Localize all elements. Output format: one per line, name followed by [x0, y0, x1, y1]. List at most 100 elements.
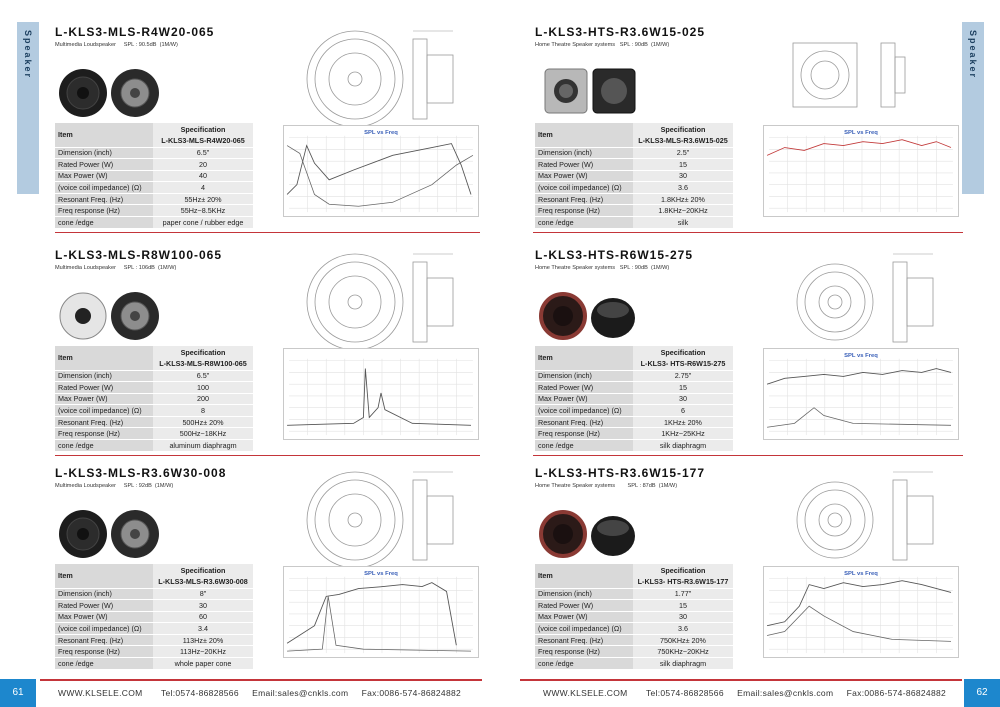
spec-row: (voice coil impedance) (Ω)8	[55, 404, 253, 417]
spec-key: Resonant Freq. (Hz)	[535, 193, 633, 206]
spec-key: (voice coil impedance) (Ω)	[535, 181, 633, 194]
spec-header-item: Item	[55, 564, 153, 589]
spec-row: Rated Power (W)100	[55, 381, 253, 394]
technical-drawing	[306, 30, 454, 128]
drawing-side	[412, 38, 428, 120]
drawing-side	[426, 277, 454, 327]
spec-header-item: Item	[535, 123, 633, 148]
spec-row: Rated Power (W)30	[55, 599, 253, 612]
drawing-ring	[328, 493, 382, 547]
spec-key: Dimension (inch)	[535, 147, 633, 160]
chart-title: SPL vs Freq	[364, 130, 398, 136]
technical-drawing	[306, 253, 454, 351]
spec-key: Resonant Freq. (Hz)	[55, 416, 153, 429]
spec-key: Resonant Freq. (Hz)	[55, 634, 153, 647]
chart-title: SPL vs Freq	[844, 571, 878, 577]
side-tab-label: Speaker	[968, 30, 978, 80]
product-photo	[544, 68, 636, 114]
spec-row: Freq response (Hz)750KHz~20KHz	[535, 645, 733, 659]
spec-key: (voice coil impedance) (Ω)	[55, 622, 153, 635]
spec-value: 1KHz~25KHz	[633, 427, 733, 441]
spec-row: Rated Power (W)15	[535, 158, 733, 171]
product-photo	[59, 292, 159, 340]
drawing-ring	[796, 481, 874, 559]
spec-value: 1.8KHz± 20%	[633, 193, 733, 206]
spec-row: Max Power (W)60	[55, 611, 253, 624]
chart-title: SPL vs Freq	[844, 353, 878, 359]
spec-value: 30	[633, 170, 733, 183]
product-title: L-KLS3-MLS-R4W20-065	[55, 25, 215, 39]
drawing-side	[892, 479, 908, 561]
spec-value: 3.6	[633, 181, 733, 194]
tweeter-dome	[553, 306, 573, 326]
spec-value: 8"	[153, 588, 253, 601]
spec-row: Freq response (Hz)1.8KHz~20KHz	[535, 204, 733, 218]
spec-key: Rated Power (W)	[535, 158, 633, 171]
spec-key: Dimension (inch)	[535, 588, 633, 601]
spec-value: whole paper cone	[153, 657, 253, 670]
product-photo	[539, 292, 635, 340]
technical-drawing	[306, 471, 454, 569]
drawing-ring	[804, 271, 866, 333]
spec-key: Dimension (inch)	[55, 588, 153, 601]
spec-header-label: Specification	[180, 124, 226, 134]
spec-key: Max Power (W)	[55, 611, 153, 624]
spec-row: Dimension (inch)2.75"	[535, 370, 733, 383]
spec-row: Dimension (inch)2.5"	[535, 147, 733, 160]
spec-value: 8	[153, 404, 253, 417]
spec-key: Resonant Freq. (Hz)	[535, 634, 633, 647]
product-title: L-KLS3-HTS-R6W15-275	[535, 248, 694, 262]
chart-title: SPL vs Freq	[364, 571, 398, 577]
spec-row: Rated Power (W)15	[535, 381, 733, 394]
tweeter-magnet	[597, 302, 629, 318]
drawing-ring	[818, 503, 852, 537]
spec-value: silk	[633, 216, 733, 229]
spec-model: L-KLS3-MLS-R4W20-065	[161, 135, 245, 145]
spec-value: 6.5"	[153, 370, 253, 383]
spec-key: Max Power (W)	[55, 393, 153, 406]
tweeter-dome-center	[559, 84, 573, 98]
drawing-ring	[328, 52, 382, 106]
spec-model: L-KLS3-MLS-R3.6W15-025	[638, 135, 728, 145]
drawing-side	[894, 56, 906, 94]
drawing-ring	[827, 294, 843, 310]
chart-curve-spl	[766, 139, 952, 156]
spec-value: paper cone / rubber edge	[153, 216, 253, 229]
spec-row: Freq response (Hz)1KHz~25KHz	[535, 427, 733, 441]
product-subtitle: Home Theatre Speaker systems SPL : 90dB …	[535, 265, 670, 271]
product-title: L-KLS3-MLS-R3.6W30-008	[55, 466, 227, 480]
product-photo	[539, 510, 635, 558]
drawing-ring	[306, 471, 404, 569]
spec-value: 1KHz± 20%	[633, 416, 733, 429]
product-title: L-KLS3-HTS-R3.6W15-025	[535, 25, 706, 39]
spec-key: Rated Power (W)	[55, 381, 153, 394]
drawing-side	[906, 495, 934, 545]
speaker-dustcap	[77, 528, 89, 540]
freq-response-chart: SPL vs Freq	[283, 125, 479, 217]
technical-drawing	[792, 42, 906, 108]
spec-key: Max Power (W)	[535, 393, 633, 406]
spec-value: 6	[633, 404, 733, 417]
chart-curve-impedance	[286, 145, 474, 207]
side-tab-label: Speaker	[23, 30, 33, 80]
spec-value: 15	[633, 158, 733, 171]
spec-key: Rated Power (W)	[55, 158, 153, 171]
spec-value: 3.4	[153, 622, 253, 635]
spec-value: 750KHz~20KHz	[633, 645, 733, 659]
spec-key: Freq response (Hz)	[535, 204, 633, 218]
product-subtitle: Multimedia Loudspeaker SPL : 106dB (1M/W…	[55, 265, 177, 271]
spec-header-label: Specification	[180, 565, 226, 575]
spec-value: 4	[153, 181, 253, 194]
footer-contact-right: WWW.KLSELE.COM Tel:0574-86828566 Email:s…	[543, 688, 947, 698]
drawing-side	[426, 54, 454, 104]
spec-header-item: Item	[55, 123, 153, 148]
